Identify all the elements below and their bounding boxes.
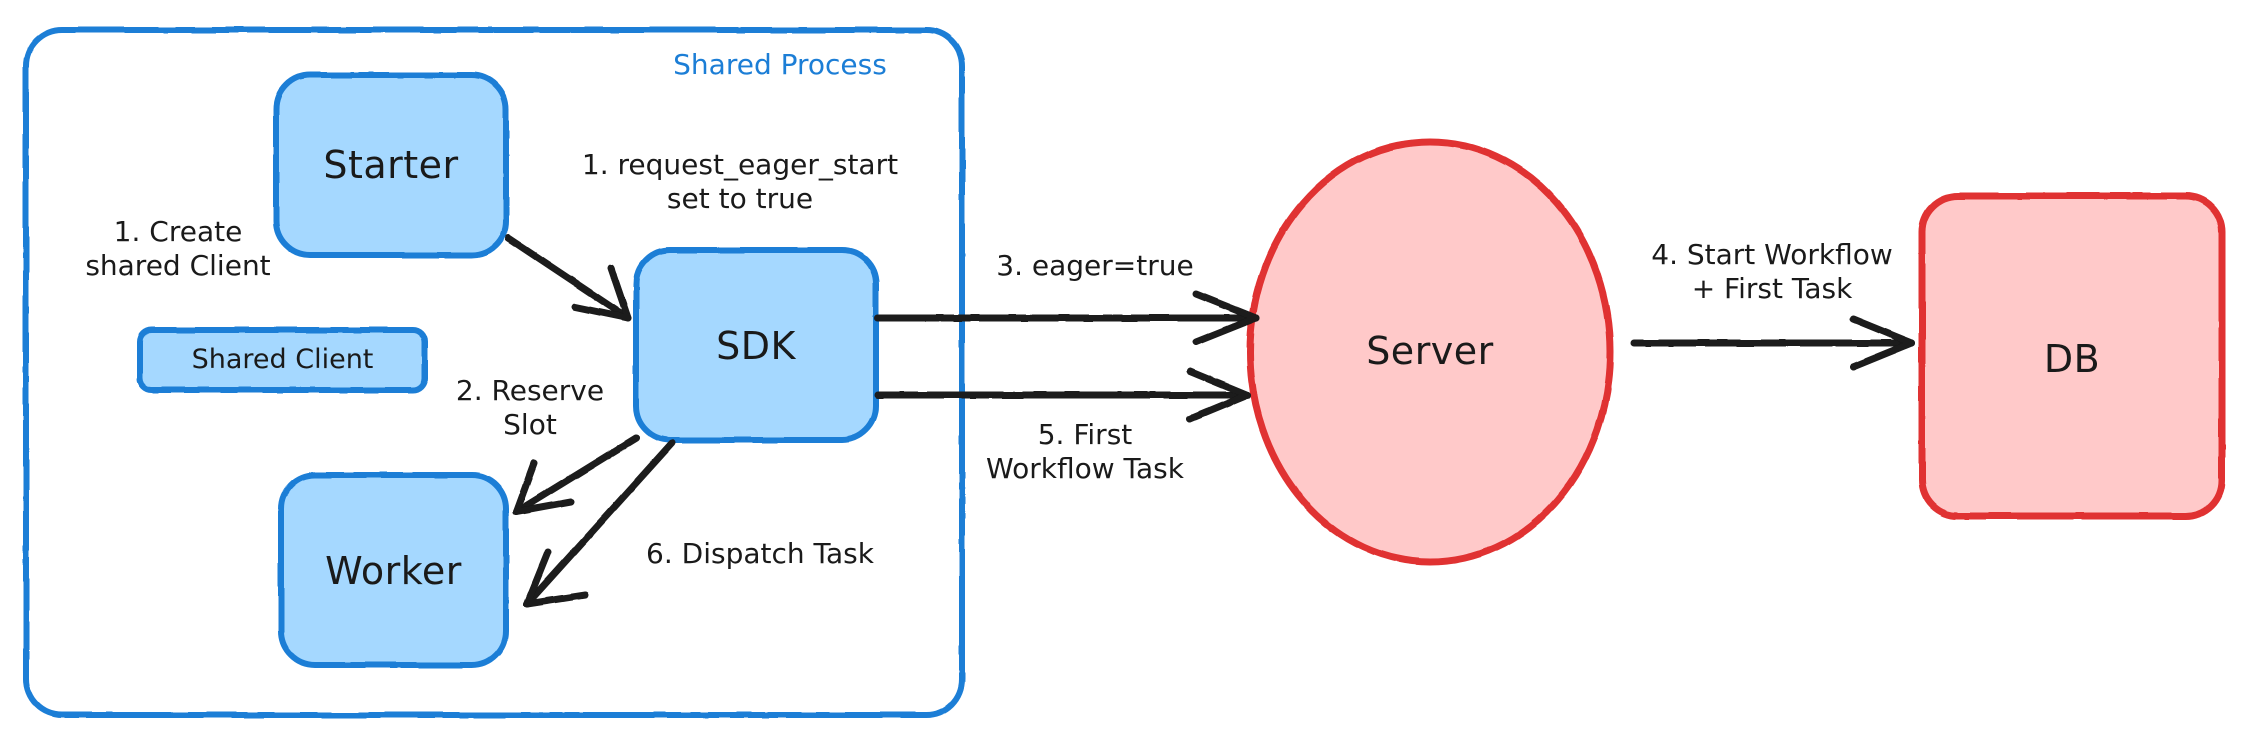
node-label-shared-client: Shared Client — [191, 344, 374, 375]
node-label-sdk: SDK — [716, 324, 796, 368]
edge-sdk-worker-reserve — [512, 434, 640, 516]
edge-label-request-eager-start: 1. request_eager_start set to true — [581, 148, 899, 216]
node-db-shape — [1918, 192, 2226, 520]
node-shared-client-shape — [137, 327, 428, 393]
node-sdk-shape — [633, 247, 879, 443]
edge-server-db — [1630, 315, 1916, 371]
node-label-worker: Worker — [325, 549, 462, 593]
edge-sdk-worker-dispatch — [523, 439, 676, 608]
node-label-db: DB — [2043, 337, 2101, 381]
edge-label-reserve-slot: 2. Reserve Slot — [455, 374, 605, 442]
edge-label-start-workflow-first-task: 4. Start Workflow + First Task — [1651, 238, 1893, 306]
node-server-shape — [1246, 138, 1614, 566]
shared-process-container — [23, 27, 965, 718]
shared-process-label: Shared Process — [673, 48, 887, 81]
edge-label-create-shared-client: 1. Create shared Client — [85, 215, 271, 283]
edge-label-first-workflow-task: 5. First Workflow Task — [986, 418, 1184, 486]
edge-label-eager-true: 3. eager=true — [996, 249, 1194, 282]
edge-starter-sdk — [504, 234, 632, 322]
edge-sdk-server-first-task — [874, 367, 1252, 423]
edge-label-dispatch-task: 6. Dispatch Task — [646, 537, 874, 570]
node-label-starter: Starter — [323, 143, 459, 187]
edge-sdk-server-eager — [874, 290, 1260, 346]
node-label-server: Server — [1366, 329, 1494, 373]
